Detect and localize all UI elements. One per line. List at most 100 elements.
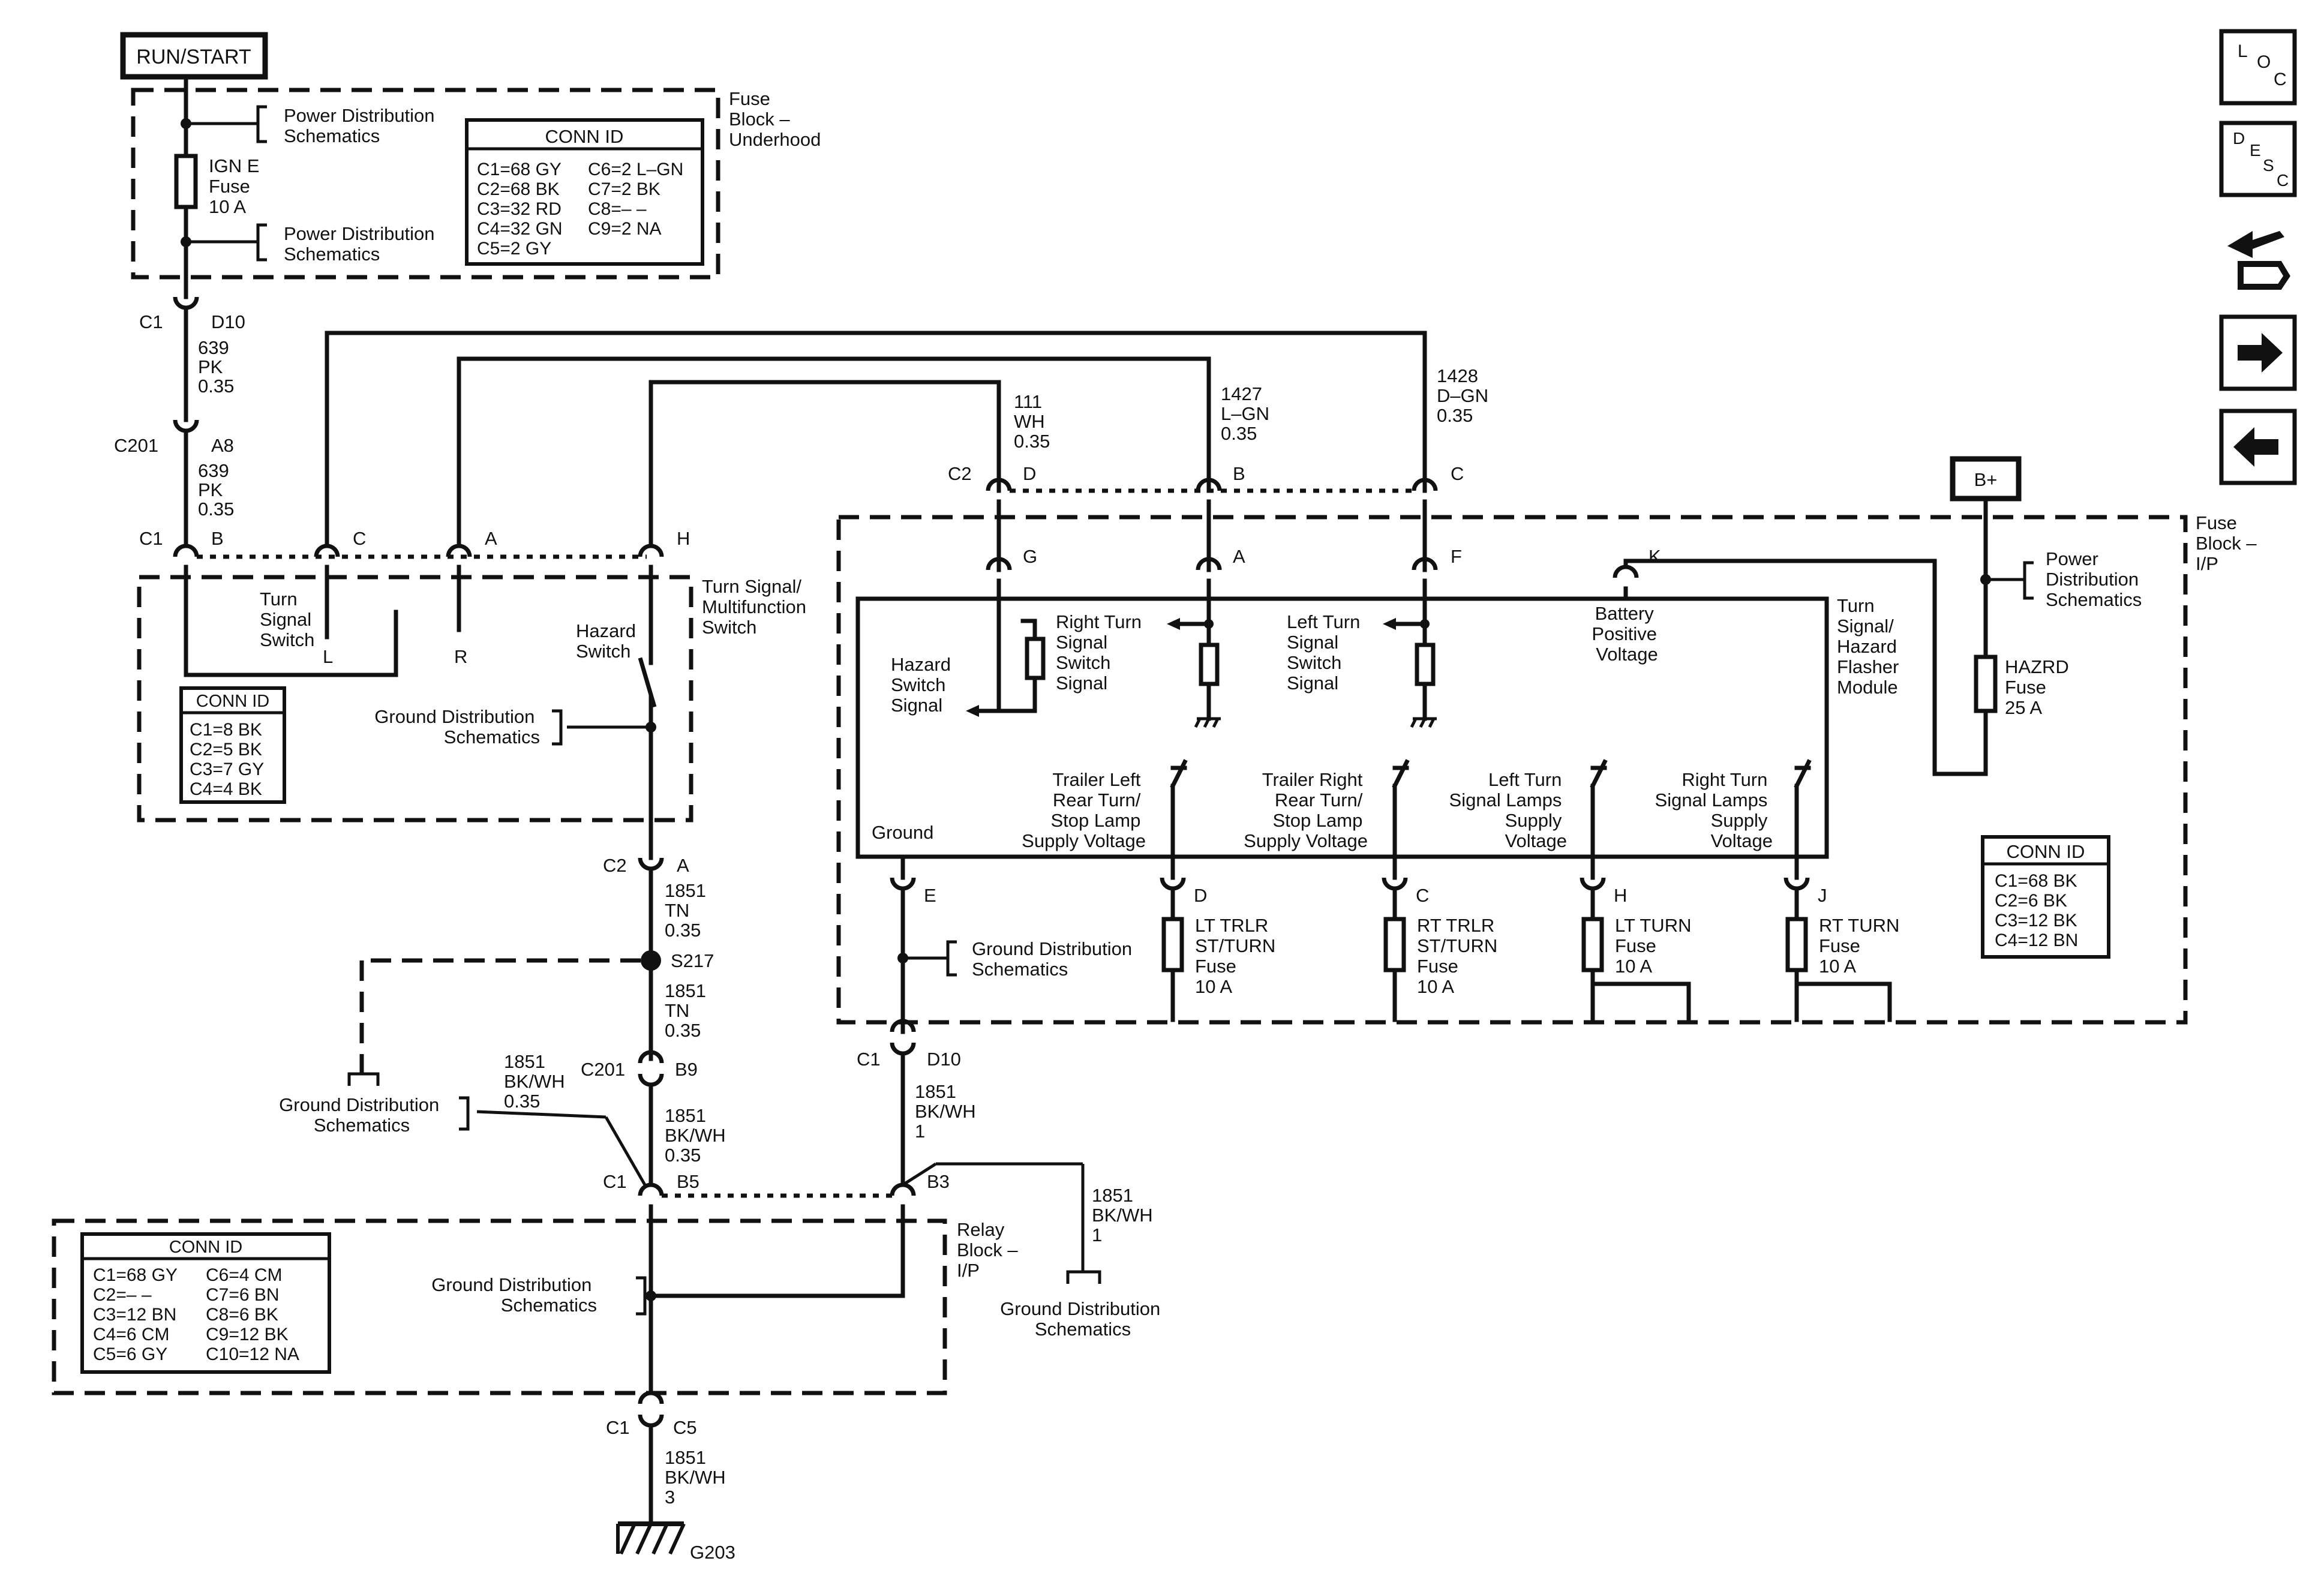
output-switch-trailer-left — [1170, 759, 1188, 859]
relay-pin-b3: B3 — [927, 1171, 950, 1192]
module-pin-f: F — [1451, 546, 1462, 567]
tss-r-label: R — [454, 646, 467, 667]
rt-turn-fuse-symbol — [1785, 917, 1808, 972]
ign-e-fuse-symbol — [174, 154, 198, 209]
run-start-text: RUN/START — [136, 46, 251, 68]
svg-text:C1=8 BK C2=5 BK C3: C1=8 BK C2=5 BK C3=7 GY C4=4 BK — [190, 720, 269, 799]
module-pin-k: K — [1649, 546, 1661, 567]
module-pin-a: A — [1233, 546, 1245, 567]
wire-1851-label-g: 1851 BK/WH 3 — [665, 1447, 731, 1508]
c2-pin-c: C — [1451, 463, 1464, 484]
svg-text:E: E — [2250, 141, 2261, 160]
svg-text:C1=68 GY C2=– – C3: C1=68 GY C2=– – C3=12 BN C4=6 CM C5=6 GY — [93, 1265, 182, 1364]
relay-block-title: Relay Block – I/P — [957, 1219, 1023, 1281]
connection-swap-icon[interactable] — [2227, 231, 2290, 290]
module-pin-g: G — [1023, 546, 1037, 567]
svg-text:L: L — [2238, 41, 2248, 61]
fuse-block-underhood-title: Fuse Block – Underhood — [729, 88, 821, 150]
c2-a-conn: C2 — [603, 855, 627, 876]
conn-id-tss-table: CONN ID C1=8 BK C2=5 BK C3=7 GY C4=4 BK — [179, 686, 286, 804]
fuse-block-ip-outline — [836, 515, 2188, 1025]
hazard-pullup-resistor — [1025, 637, 1046, 680]
svg-text:C6=2 L–GN C7=2 BK: C6=2 L–GN C7=2 BK C8=– – C9=2 NA — [588, 160, 689, 239]
flasher-module-box — [855, 596, 1829, 859]
arrow-right-icon — [2238, 333, 2283, 373]
c1-d10-module-pin: D10 — [927, 1049, 961, 1070]
wire-1851-label-f: 1851 BK/WH 1 — [1092, 1185, 1158, 1245]
module-pin-c: C — [1416, 885, 1429, 906]
conn-id-relay-table: CONN ID C1=68 GY C2=– – C3=12 BN C4=6 CM… — [80, 1232, 331, 1374]
svg-text:C6=4 CM C7=6 BN C8: C6=4 CM C7=6 BN C8=6 BK C9=12 BK C10=12 … — [206, 1265, 299, 1364]
conn-id-underhood-table: CONN ID C1=68 GY C2=68 BK C3=32 RD C4=32… — [465, 118, 704, 266]
fuse-block-ip-title: Fuse Block – I/P — [2196, 512, 2262, 574]
tss-l-label: L — [323, 646, 333, 667]
arrow-left-icon — [2233, 427, 2278, 467]
wire-1851-label-a: 1851 TN 0.35 — [665, 880, 711, 941]
output-switch-left-lamps — [1590, 759, 1608, 859]
previous-page-button[interactable] — [2219, 409, 2297, 485]
c1-d10-pin: D10 — [211, 311, 245, 332]
hazrd-fuse-symbol — [1974, 655, 1998, 713]
gnd-ref-module: Ground Distribution Schematics — [972, 938, 1137, 980]
splice-s217 — [641, 950, 661, 971]
svg-text:B+: B+ — [1974, 469, 1998, 490]
hazard-switch-signal-label: Hazard Switch Signal — [891, 654, 956, 716]
gnd-ref-relay-right: Ground Distribution Schematics — [1000, 1298, 1166, 1340]
pdist-ref-ip: Power Distribution Schematics — [2046, 548, 2144, 610]
right-turn-signal-label: Right Turn Signal Switch Signal — [1056, 611, 1147, 694]
svg-text:D: D — [2233, 129, 2245, 148]
right-turn-pulldown-resistor — [1199, 643, 1220, 686]
ground-g203-label: G203 — [690, 1542, 735, 1563]
c2-pin-d: D — [1023, 463, 1036, 484]
svg-text:CONN ID: CONN ID — [545, 126, 624, 147]
c201-b9-pin: B9 — [675, 1059, 698, 1080]
turn-signal-switch-label: Turn Signal Switch — [260, 589, 317, 650]
gnd-ref-relay: Ground Distribution Schematics — [431, 1274, 597, 1316]
svg-text:C1=68 BK C2=6 BK C: C1=68 BK C2=6 BK C3=12 BK C4=12 BN — [1995, 871, 2082, 950]
wire-1851-label-c: 1851 BK/WH 0.35 — [665, 1105, 731, 1166]
lt-turn-fuse-label: LT TURN Fuse 10 A — [1615, 915, 1697, 977]
module-pin-d: D — [1194, 885, 1207, 906]
tss-pin-b: B — [211, 528, 224, 549]
desc-button[interactable]: D E S C — [2219, 121, 2297, 197]
relay-conn-c1: C1 — [603, 1171, 627, 1192]
wire-1428-label: 1428 D–GN 0.35 — [1437, 365, 1494, 426]
trailer-left-label: Trailer Left Rear Turn/ Stop Lamp Supply… — [1022, 769, 1146, 851]
wire-1851-label-b: 1851 TN 0.35 — [665, 980, 711, 1041]
battery-voltage-label: Battery Positive Voltage — [1592, 603, 1662, 665]
rt-turn-fuse-label: RT TURN Fuse 10 A — [1819, 915, 1905, 977]
wire-111-label: 111 WH 0.35 — [1014, 391, 1050, 452]
relay-pin-b5: B5 — [677, 1171, 699, 1192]
flasher-module-title: Turn Signal/ Hazard Flasher Module — [1837, 595, 1904, 698]
lt-turn-fuse-symbol — [1581, 917, 1604, 972]
pdist-ref-underhood-1: Power Distribution Schematics — [284, 105, 440, 146]
svg-text:CONN ID: CONN ID — [169, 1238, 242, 1257]
c2-a-pin: A — [677, 855, 689, 876]
turn-signal-switch-title: Turn Signal/ Multifunction Switch — [702, 576, 812, 638]
loc-button[interactable]: L O C — [2219, 29, 2297, 106]
trailer-right-label: Trailer Right Rear Turn/ Stop Lamp Suppl… — [1244, 769, 1368, 851]
svg-text:CONN ID: CONN ID — [196, 692, 269, 711]
hazrd-fuse-label: HAZRD Fuse 25 A — [2005, 656, 2074, 718]
pdist-ref-underhood-2: Power Distribution Schematics — [284, 223, 440, 265]
ign-e-fuse-label: IGN E Fuse 10 A — [209, 155, 265, 217]
next-page-button[interactable] — [2219, 314, 2297, 391]
c1-d10-module-conn: C1 — [857, 1049, 881, 1070]
gnd-ref-tss: Ground Distribution Schematics — [374, 706, 540, 748]
module-pin-e: E — [924, 885, 936, 906]
c201-a8-conn: C201 — [114, 435, 158, 456]
lt-trlr-fuse-symbol — [1161, 917, 1184, 972]
wire-639-label-a: 639 PK 0.35 — [198, 337, 234, 397]
svg-text:CONN ID: CONN ID — [2007, 841, 2085, 862]
svg-text:C: C — [2277, 171, 2289, 190]
output-switch-right-lamps — [1794, 759, 1812, 859]
c2-conn: C2 — [948, 463, 972, 484]
right-lamps-label: Right Turn Signal Lamps Supply Voltage — [1655, 769, 1773, 851]
wire-639-label-b: 639 PK 0.35 — [198, 460, 234, 520]
svg-text:C: C — [2274, 70, 2287, 89]
hazard-switch-label: Hazard Switch — [576, 620, 641, 662]
module-pin-j: J — [1818, 885, 1827, 906]
module-ground-label: Ground — [872, 822, 933, 843]
wire-1851-label-e: 1851 BK/WH 1 — [915, 1081, 981, 1142]
